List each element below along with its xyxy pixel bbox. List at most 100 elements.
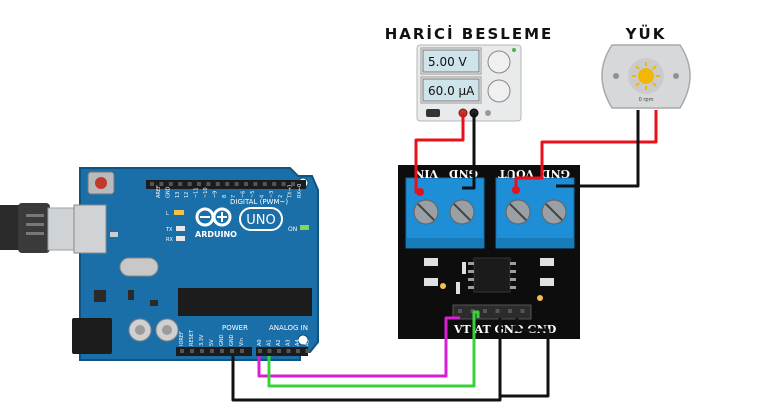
analog-header [256,347,308,356]
sensor-module: VIN GND VOUT GND VT AT GND GND [398,165,580,339]
analog-pin-label: A5 [305,339,311,346]
voltage-knob[interactable] [487,50,511,74]
gnd-label-out: GND [541,167,570,180]
voltage-display: 5.00 V [428,55,468,69]
power-pin-label: 5V [209,339,215,346]
power-supply: 5.00 V 60.0 µA [416,44,522,122]
power-pin-label: Vin [239,338,245,346]
crystal [119,257,159,277]
digital-pin-label: ~10 [203,187,209,198]
power-pin-label: GND [229,334,235,346]
header-pin [159,182,164,186]
module-pin-labels: VT AT GND GND [453,323,557,336]
digital-pin-label: GND [165,186,171,198]
load-title: YÜK [625,24,667,43]
header-pin [286,349,291,353]
arduino-logo [195,207,232,227]
header-pin [291,182,295,186]
power-pin-label: GND [219,334,225,346]
motor-speed: 0 rpm [639,97,654,103]
header-pin [267,349,272,353]
digital-pin-label: ~11 [194,187,200,198]
digital-pin-label: ~9 [212,191,218,198]
header-pin [258,349,262,353]
wire-gnd-motor [556,110,640,188]
arduino-uno-board: UNO ARDUINO DIGITAL (PWM~) POWER ANALOG … [72,167,319,361]
analog-header-label: ANALOG IN [269,324,308,332]
header-pin [277,349,281,353]
digital-pin-label: 13 [175,192,181,198]
power-header-label: POWER [222,324,248,332]
l-led [174,210,184,215]
digital-pin-label: ~6 [241,191,247,198]
digital-pin-label: TX→1 [288,184,294,199]
header-pin [210,349,214,353]
analog-pin-label: A1 [267,339,273,346]
tx-label: TX [165,227,173,233]
model-label: UNO [246,213,275,228]
header-pin [197,182,201,186]
current-knob[interactable] [487,79,511,103]
rx-label: RX [166,237,173,243]
header-pin [187,182,192,186]
atmega-chip [178,288,312,316]
digital-pin-label: ~3 [269,191,275,198]
on-label: ON [288,226,297,233]
header-pin [262,182,267,186]
digital-pin-label: ~5 [250,191,256,198]
sun-icon [638,68,654,84]
wire-vt-a0 [257,316,460,378]
header-pin [234,182,239,186]
gnd-label-in: GND [449,167,478,180]
current-display: 60.0 µA [428,84,475,98]
header-pin [508,309,512,313]
header-pin [206,182,211,186]
header-pin [495,309,500,313]
module-pin-header [452,304,532,320]
header-pin [305,349,310,353]
analog-pin-label: A3 [286,339,292,346]
wire-module-gnd [231,318,502,402]
dc-motor: 0 rpm [601,44,691,109]
header-pin [240,349,244,353]
l-label: L [166,211,169,217]
external-supply-title: HARİCİ BESLEME [385,24,554,43]
header-pin [150,182,154,186]
header-pin [272,182,277,186]
header-pin [281,182,286,186]
header-pin [180,349,184,353]
wire-vout-motor [514,110,658,190]
power-pin-label: RESET [189,329,195,346]
header-pin [520,309,525,313]
analog-pin-label: A0 [257,339,263,346]
header-pin [215,182,220,186]
power-switch[interactable] [426,109,440,117]
header-pin [225,182,230,186]
digital-pin-label: AREF [156,185,162,198]
header-pin [220,349,224,353]
header-pin [253,182,258,186]
power-pin-label: IOREF [179,331,185,346]
header-pin [483,309,487,313]
header-pin [190,349,194,353]
brand-label: ARDUINO [195,230,237,239]
dc-jack [72,318,112,354]
sensor-chip [473,257,511,293]
digital-pin-label: 4 [259,195,265,198]
header-pin [178,182,183,186]
wire-at-a1 [267,310,480,388]
digital-pin-label: 12 [184,192,190,198]
on-led [300,225,309,230]
digital-header-label: DIGITAL (PWM~) [230,198,288,206]
analog-pin-label: A2 [276,339,282,346]
header-pin [458,309,462,313]
header-pin [470,309,475,313]
wire-module-gnd2 [500,318,550,398]
header-pin [168,182,173,186]
vin-label: VIN [414,167,439,180]
digital-pin-label: RX←0 [297,184,303,198]
